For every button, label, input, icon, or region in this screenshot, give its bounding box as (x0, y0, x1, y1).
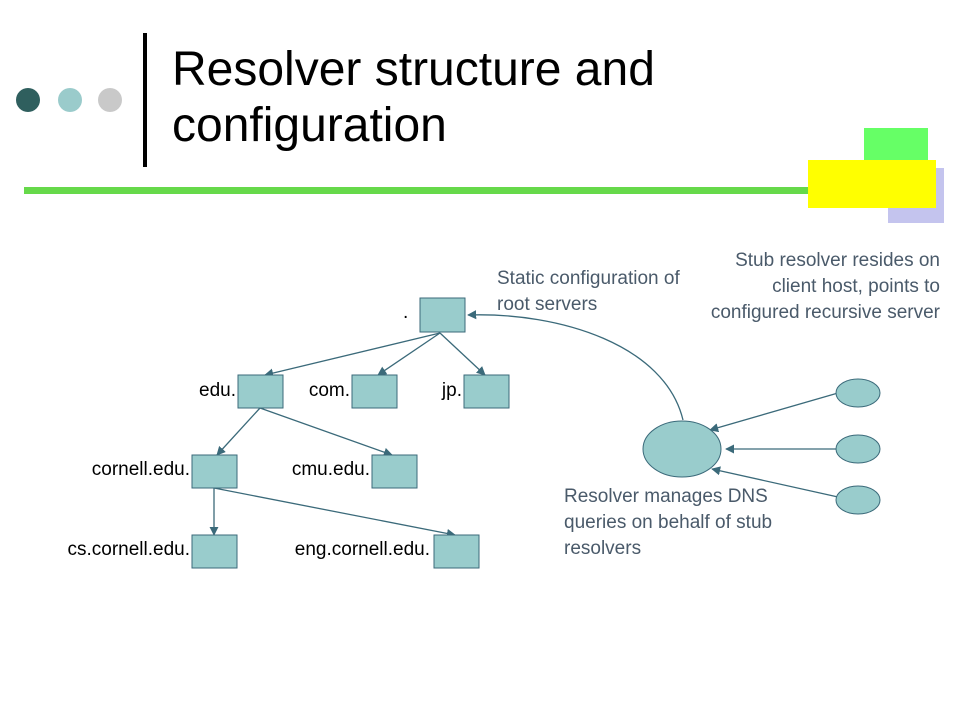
edge-edu-cmu (259, 407, 393, 457)
label-jp: jp. (441, 380, 462, 401)
node-cornell (191, 454, 238, 489)
decor-square-yellow (808, 160, 936, 208)
node-jp (463, 374, 510, 409)
title-vertical-rule (143, 33, 147, 167)
node-stub-3 (835, 485, 881, 515)
edge-stub3-resolver (711, 466, 839, 498)
label-cs-cornell: cs.cornell.edu. (67, 539, 190, 560)
edge-edu-cornell (216, 407, 261, 456)
caption-stub-resolver: Stub resolver resides on client host, po… (710, 250, 940, 323)
edge-stub1-resolver (709, 392, 839, 433)
label-eng-cornell: eng.cornell.edu. (294, 539, 430, 560)
decor-dot-dark (16, 88, 40, 112)
label-edu: edu. (199, 380, 236, 401)
decor-dot-teal (58, 88, 82, 112)
node-cmu (371, 454, 418, 489)
title-underline-rule (24, 187, 814, 194)
label-com: com. (308, 380, 350, 401)
caption-static-config: Static configuration of root servers (497, 268, 680, 315)
edge-root-com (377, 332, 441, 376)
edge-cornell-eng (213, 487, 456, 538)
node-root (419, 297, 466, 333)
decor-dot-gray (98, 88, 122, 112)
label-cmu: cmu.edu. (291, 459, 370, 480)
edge-resolver-root (467, 310, 684, 421)
label-cornell: cornell.edu. (91, 459, 190, 480)
node-edu (237, 374, 284, 409)
node-cs-cornell (191, 534, 238, 569)
node-resolver (642, 420, 722, 478)
slide-title: Resolver structure and configuration (172, 43, 655, 152)
caption-resolver-manages: Resolver manages DNS queries on behalf o… (564, 486, 773, 559)
edge-root-edu (264, 332, 441, 378)
node-com (351, 374, 398, 409)
node-stub-1 (835, 378, 881, 408)
decor-square-green (864, 128, 928, 162)
edge-root-jp (439, 332, 486, 376)
label-root: . (403, 302, 409, 323)
node-stub-2 (835, 434, 881, 464)
node-eng-cornell (433, 534, 480, 569)
